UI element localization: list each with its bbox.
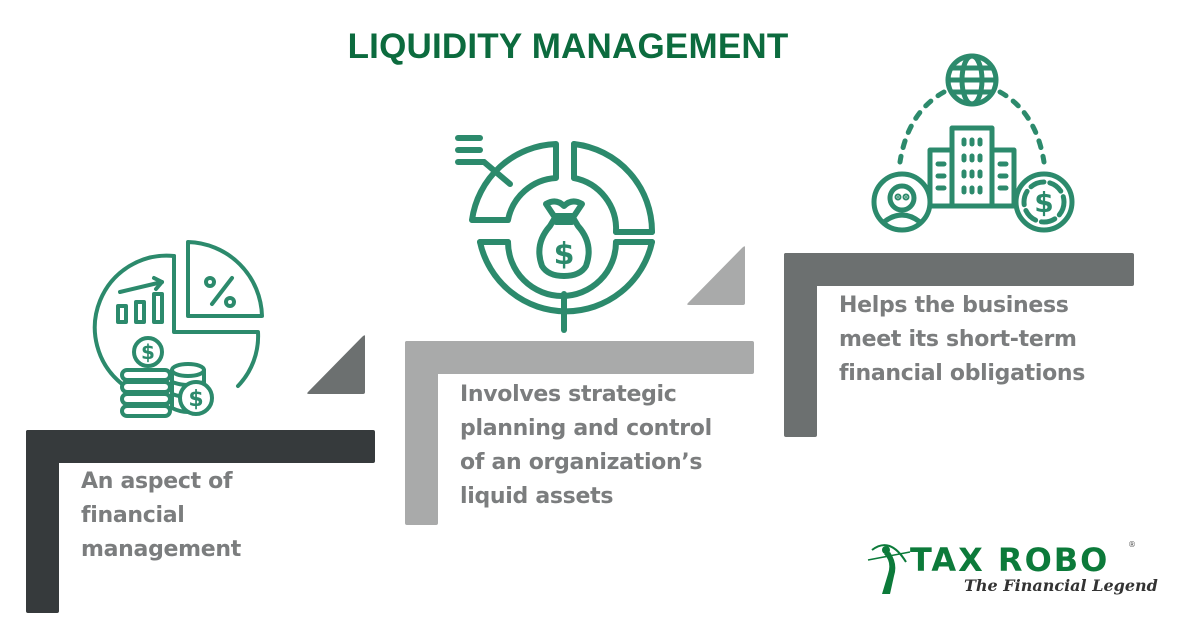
step-3-text: Helps the business meet its short-term f… bbox=[839, 293, 1086, 386]
pie-chart-growth-coins-icon: $ $ bbox=[92, 240, 264, 418]
step-3-bracket-side bbox=[784, 253, 817, 437]
step-2-connector-triangle bbox=[687, 246, 745, 305]
money-bag-donut-chart-icon: $ bbox=[455, 135, 656, 333]
step-1-bracket-side bbox=[26, 430, 59, 613]
svg-text:$: $ bbox=[1034, 186, 1053, 219]
step-2-bracket-top bbox=[405, 341, 754, 374]
global-business-network-icon: $ bbox=[871, 53, 1075, 233]
step-3-bracket-top bbox=[784, 253, 1134, 286]
registered-mark: ® bbox=[1128, 540, 1136, 549]
logo-tagline: The Financial Legend bbox=[964, 576, 1158, 595]
page-title: LIQUIDITY MANAGEMENT bbox=[347, 27, 789, 66]
step-1-text: An aspect of financial management bbox=[81, 469, 241, 562]
tax-robo-logo: TAX ROBO ® The Financial Legend bbox=[866, 540, 1158, 598]
svg-text:$: $ bbox=[141, 340, 155, 364]
archer-logo-icon bbox=[867, 544, 911, 594]
step-2-text: Involves strategic planning and control … bbox=[460, 382, 712, 509]
svg-text:$: $ bbox=[188, 387, 203, 412]
step-1-connector-triangle bbox=[307, 335, 365, 394]
step-1-bracket-top bbox=[26, 430, 375, 463]
logo-name: TAX ROBO bbox=[910, 541, 1110, 579]
svg-text:$: $ bbox=[554, 237, 575, 272]
step-2-bracket-side bbox=[405, 341, 438, 525]
